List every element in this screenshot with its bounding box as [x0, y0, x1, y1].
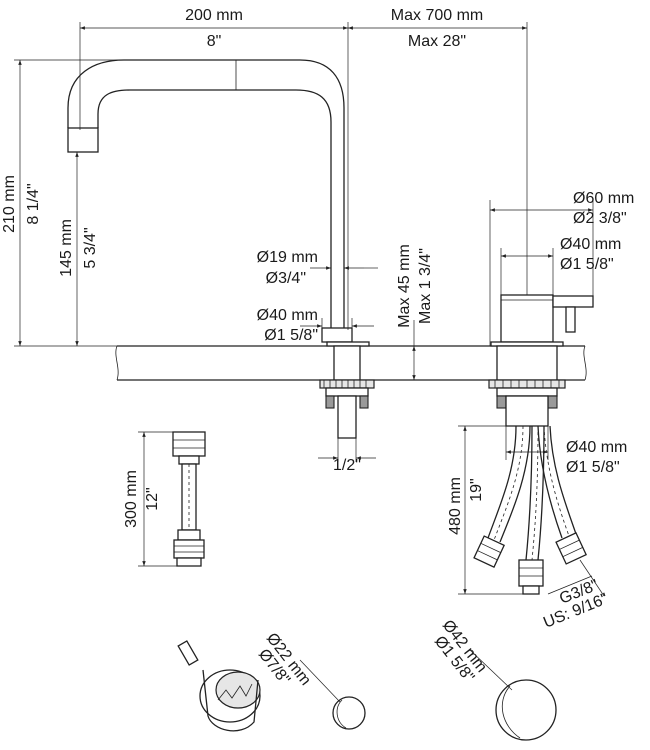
label-tube-dia-mm: Ø19 mm	[257, 249, 318, 266]
label-height-spout-mm: 145 mm	[58, 219, 75, 277]
label-deck-thickness-in: Max 1 3/4"	[417, 248, 434, 324]
label-handle-reach-in: Ø2 3/8"	[573, 210, 627, 227]
label-base-dia-in: Ø1 5/8"	[264, 327, 318, 344]
label-mixer-dia-in: Ø1 5/8"	[560, 256, 614, 273]
label-deck-thickness-mm: Max 45 mm	[396, 244, 413, 328]
label-supply-hose-in: 12"	[144, 487, 161, 510]
dimension-lines	[14, 22, 605, 703]
label-hose-length-in: 19"	[468, 478, 485, 501]
hole-saw	[177, 640, 261, 732]
label-base-dia-mm: Ø40 mm	[257, 307, 318, 324]
label-shank-thread: 1/2"	[333, 457, 361, 474]
label-max-reach-in: Max 28"	[408, 33, 466, 50]
braided-hoses	[473, 425, 587, 595]
label-spout-reach-in: 8"	[207, 33, 222, 50]
label-hose-length-mm: 480 mm	[447, 477, 464, 535]
label-spout-reach-mm: 200 mm	[185, 7, 243, 24]
supply-hose	[172, 431, 206, 567]
hole-markers	[332, 679, 557, 741]
label-height-spout-in: 5 3/4"	[82, 227, 99, 268]
label-underside-dia-mm: Ø40 mm	[566, 439, 627, 456]
label-max-reach-mm: Max 700 mm	[391, 7, 483, 24]
dimension-labels: 200 mm 8" Max 700 mm Max 28" 210 mm 8 1/…	[1, 7, 634, 689]
spout-mount	[319, 341, 375, 439]
label-supply-hose-mm: 300 mm	[123, 470, 140, 528]
label-underside-dia-in: Ø1 5/8"	[566, 459, 620, 476]
spout	[67, 59, 353, 343]
label-tube-dia-in: Ø3/4"	[266, 270, 306, 287]
label-height-total-mm: 210 mm	[1, 175, 18, 233]
mixer-body	[488, 294, 594, 427]
label-handle-reach-mm: Ø60 mm	[573, 190, 634, 207]
label-height-total-in: 8 1/4"	[25, 183, 42, 224]
label-mixer-dia-mm: Ø40 mm	[560, 236, 621, 253]
